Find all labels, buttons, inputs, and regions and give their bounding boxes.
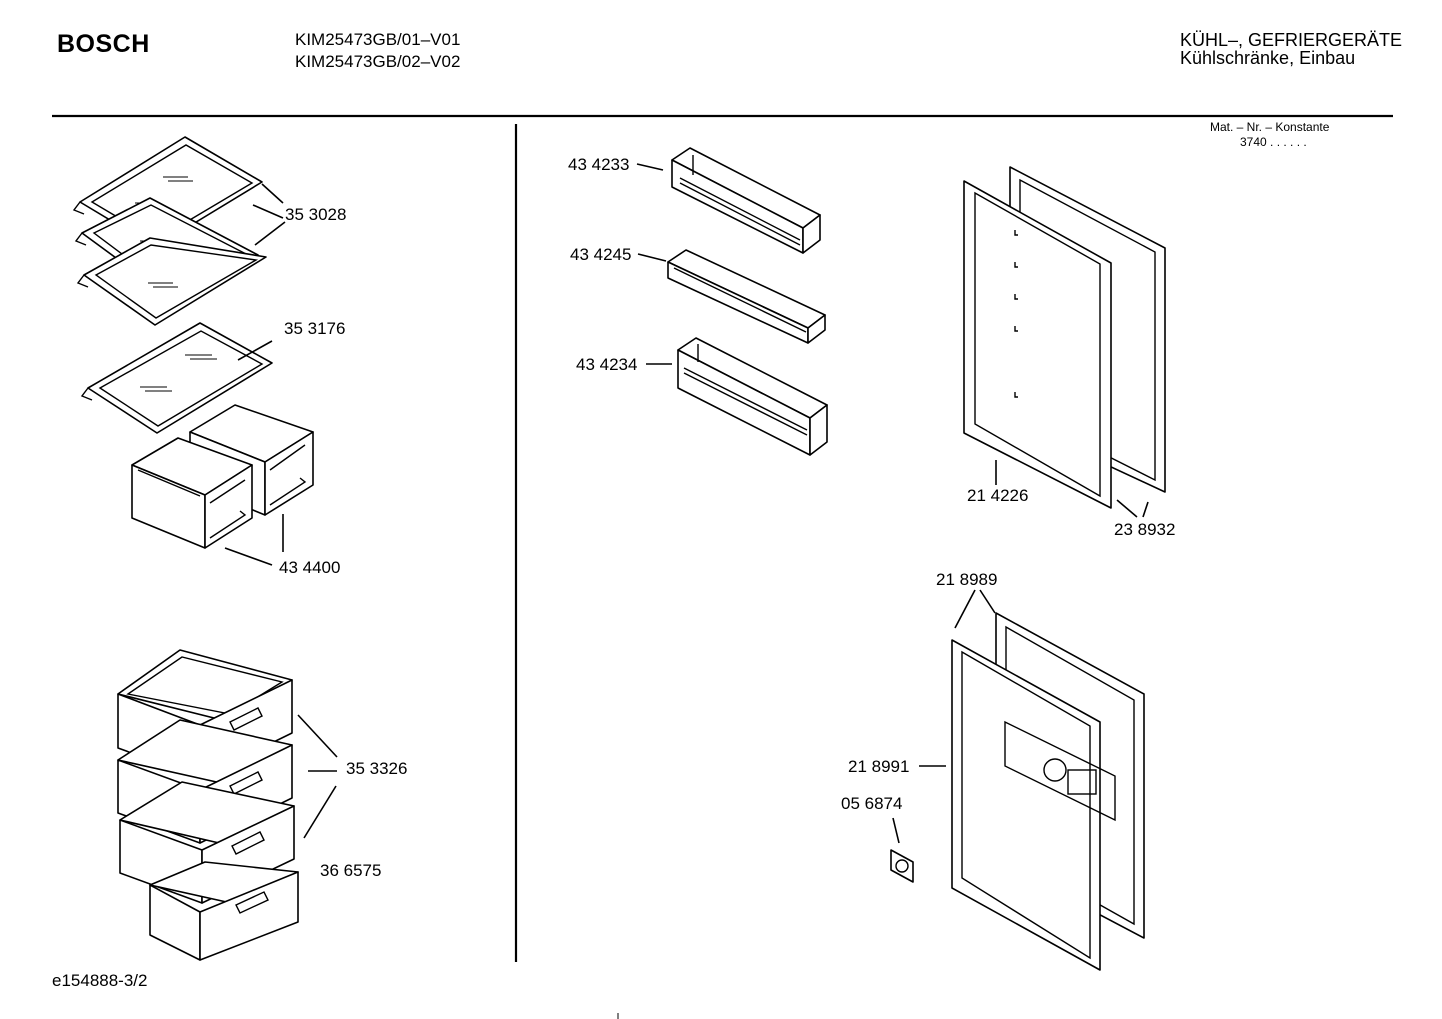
freezer-door-drawing xyxy=(951,612,1145,971)
brand-logo: BOSCH xyxy=(57,30,150,58)
drawing-id: e154888-3/2 xyxy=(52,971,148,990)
label-thermostat-knob: 05 6874 xyxy=(841,794,903,813)
label-glass-shelf-single: 35 3176 xyxy=(284,319,346,338)
fridge-door-drawing xyxy=(963,166,1166,509)
label-freezer-door: 21 8991 xyxy=(848,757,910,776)
mat-nr-value: 3740 . . . . . . xyxy=(1240,135,1307,149)
category-title: KÜHL–, GEFRIERGERÄTE xyxy=(1180,30,1403,50)
glass-shelf-single-drawing xyxy=(80,322,273,434)
label-freezer-drawer-bottom: 36 6575 xyxy=(320,861,382,880)
mat-nr-label: Mat. – Nr. – Konstante xyxy=(1210,120,1330,134)
glass-shelf-drawing xyxy=(72,136,267,326)
label-door-panel: 23 8932 xyxy=(1114,520,1176,539)
label-door-shelf-mid: 43 4245 xyxy=(570,245,632,264)
thermostat-knob-drawing xyxy=(890,849,914,883)
label-door-shelf-bottom: 43 4234 xyxy=(576,355,638,374)
door-shelf-mid-drawing xyxy=(667,249,826,344)
category-subtitle: Kühlschränke, Einbau xyxy=(1180,48,1356,68)
freezer-drawer-drawing xyxy=(117,649,299,961)
label-glass-shelf: 35 3028 xyxy=(285,205,347,224)
model-number-1: KIM25473GB/01–V01 xyxy=(295,30,461,49)
label-freezer-drawer: 35 3326 xyxy=(346,759,408,778)
model-number-2: KIM25473GB/02–V02 xyxy=(295,52,461,71)
door-shelf-top-drawing xyxy=(671,147,821,254)
label-crisper-box: 43 4400 xyxy=(279,558,341,577)
label-freezer-door-gasket: 21 8989 xyxy=(936,570,998,589)
label-door-gasket: 21 4226 xyxy=(967,486,1029,505)
label-door-shelf-top: 43 4233 xyxy=(568,155,630,174)
crisper-box-drawing xyxy=(131,404,314,549)
door-shelf-bottom-drawing xyxy=(677,337,828,456)
